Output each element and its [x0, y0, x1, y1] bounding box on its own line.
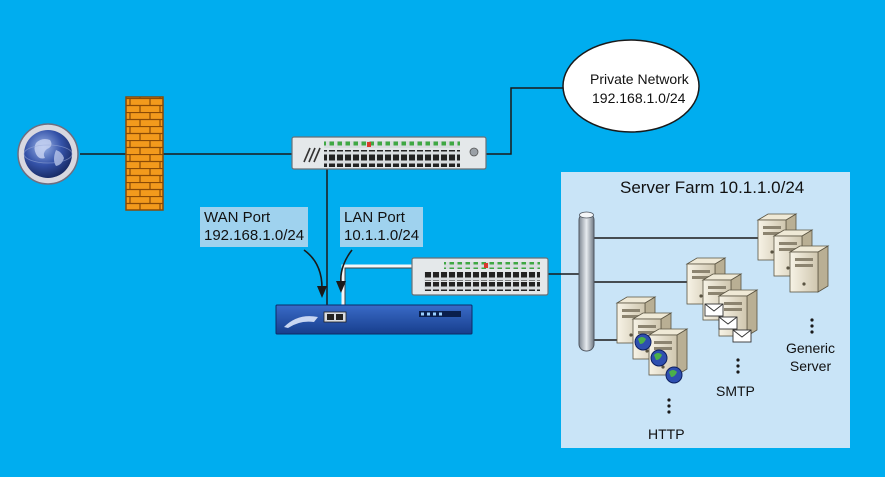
globe-icon: [17, 123, 79, 185]
private-network-cloud: [562, 39, 700, 133]
network-links: [80, 87, 758, 341]
wan-port-subnet: 192.168.1.0/24: [204, 227, 305, 244]
server-icon: [788, 245, 830, 293]
wan-arrow: [303, 249, 323, 289]
server-group-label-generic-line2: Server: [789, 358, 832, 374]
server-farm-bus: [578, 211, 595, 352]
server-group-label-http: HTTP: [648, 426, 685, 442]
wan-port-label: WAN Port 192.168.1.0/24: [200, 207, 309, 247]
server-group-label-smtp: SMTP: [716, 383, 755, 399]
appliance-icon: [275, 304, 473, 335]
lan-port-label: LAN Port 10.1.1.0/24: [340, 207, 424, 247]
private-network-title: Private Network: [590, 71, 689, 87]
firewall-icon: [125, 96, 164, 211]
lan-arrow: [340, 249, 353, 283]
switch-icon: [291, 136, 487, 170]
switch-icon: [411, 257, 549, 296]
lan-port-subnet: 10.1.1.0/24: [344, 227, 420, 244]
wan-port-title: WAN Port: [204, 209, 271, 226]
web-globe-icon: [634, 333, 683, 384]
lan-port-title: LAN Port: [344, 209, 405, 226]
lan-cable: [341, 264, 412, 309]
server-group-label-generic-line1: Generic: [786, 340, 836, 356]
server-farm-title: Server Farm 10.1.1.0/24: [620, 178, 805, 197]
switch-private-network-link: [486, 87, 565, 155]
vertical-ellipsis-icon: [667, 318, 814, 414]
server-group-label-generic: Generic Server: [786, 339, 835, 375]
server-stacks: [615, 213, 830, 376]
mail-envelope-icon: [704, 303, 752, 343]
private-network-subnet: 192.168.1.0/24: [592, 90, 686, 106]
